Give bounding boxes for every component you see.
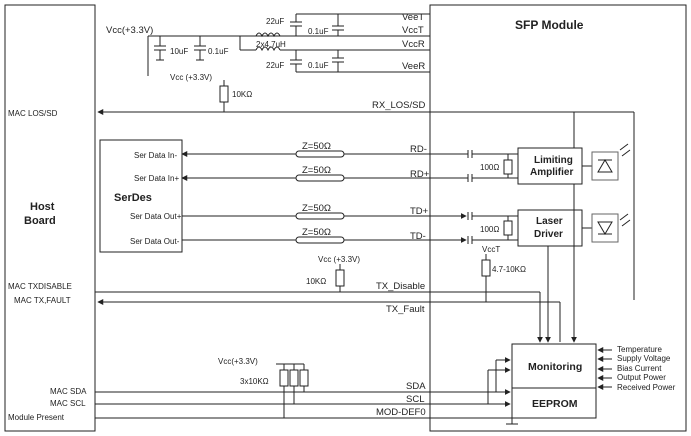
cap-22uf-top-label: 22uF — [266, 17, 284, 26]
monitor-input-output-power: Output Power — [617, 373, 666, 382]
tx-disable-pullup-resistor — [335, 269, 345, 287]
serdes-pin-in-plus: Ser Data In+ — [134, 174, 179, 183]
monitor-input-received-power: Received Power — [617, 383, 676, 392]
z-td-minus: Z=50Ω — [302, 227, 331, 238]
limiting-amp-label-1: Limiting — [534, 155, 573, 166]
rd-plus-tline — [295, 174, 345, 182]
sda-label: SDA — [406, 381, 426, 392]
tx-fault-vcc-label: VccT — [482, 245, 500, 254]
tx-disable-vcc-label: Vcc (+3.3V) — [318, 255, 360, 264]
cap-0-1uf-left-label: 0.1uF — [208, 47, 229, 56]
host-module-present-label: Module Present — [8, 413, 65, 422]
tx-disable-label: TX_Disable — [376, 281, 425, 292]
monitoring-label: Monitoring — [528, 361, 582, 373]
rd-minus-tline — [295, 150, 345, 158]
inductor-top — [255, 32, 281, 38]
inductor-bottom — [255, 46, 281, 52]
tx-fault-resistor-label: 4.7-10KΩ — [492, 265, 526, 274]
monitor-input-supply-voltage: Supply Voltage — [617, 354, 671, 363]
photodiode-icon — [597, 159, 613, 173]
laser-driver-label-1: Laser — [536, 216, 563, 227]
tx-disable-resistor-label: 10KΩ — [306, 277, 326, 286]
serdes-pin-in-minus: Ser Data In- — [134, 151, 177, 160]
laser-diode-icon — [597, 221, 613, 235]
photodiode-box — [591, 151, 619, 181]
i2c-pullup-resistor-3 — [299, 369, 309, 387]
serdes-label: SerDes — [114, 192, 152, 204]
inductor-label: 2x4.7uH — [256, 40, 286, 49]
i2c-pullup-resistor-1 — [279, 369, 289, 387]
cap-10uf-label: 10uF — [170, 47, 188, 56]
cap-0-1uf-top-label: 0.1uF — [308, 27, 329, 36]
eeprom-label: EEPROM — [532, 398, 578, 410]
cap-22uf-bottom-label: 22uF — [266, 61, 284, 70]
eeprom-block — [511, 387, 597, 419]
rx-los-label: RX_LOS/SD — [372, 100, 425, 111]
limiting-amp-block — [517, 147, 583, 185]
mod-def0-label: MOD-DEF0 — [376, 407, 426, 418]
monitor-input-bias-current: Bias Current — [617, 364, 662, 373]
laser-driver-label-2: Driver — [534, 229, 563, 240]
tx-term-resistor — [503, 220, 513, 236]
pin-veer: VeeR — [402, 61, 425, 72]
tx-fault-label: TX_Fault — [386, 304, 425, 315]
pin-vcct: VccT — [402, 25, 424, 36]
serdes-pin-out-minus: Ser Data Out- — [130, 237, 180, 246]
limiting-amp-label-2: Amplifier — [530, 167, 573, 178]
rx-term-resistor — [503, 159, 513, 175]
i2c-pullup-resistor-2 — [289, 369, 299, 387]
z-rd-plus: Z=50Ω — [302, 165, 331, 176]
cap-0-1uf-bottom-label: 0.1uF — [308, 61, 329, 70]
host-board-label-2: Board — [24, 215, 56, 227]
z-td-plus: Z=50Ω — [302, 203, 331, 214]
host-sda-label: MAC SDA — [50, 387, 87, 396]
los-vcc-label: Vcc (+3.3V) — [170, 73, 212, 82]
scl-label: SCL — [406, 394, 424, 405]
host-scl-label: MAC SCL — [50, 399, 86, 408]
rd-minus-label: RD- — [410, 144, 427, 155]
i2c-vcc-label: Vcc(+3.3V) — [218, 357, 258, 366]
td-plus-tline — [295, 212, 345, 220]
laser-diode-box — [591, 213, 619, 243]
host-board-label-1: Host — [30, 201, 55, 213]
rx-term-label: 100Ω — [480, 163, 499, 172]
serdes-box — [99, 139, 183, 253]
pin-vccr: VccR — [402, 39, 425, 50]
i2c-resistor-label: 3x10KΩ — [240, 377, 269, 386]
tx-term-label: 100Ω — [480, 225, 499, 234]
td-plus-label: TD+ — [410, 206, 429, 217]
z-rd-minus: Z=50Ω — [302, 141, 331, 152]
host-los-label: MAC LOS/SD — [8, 109, 58, 118]
los-pullup-resistor — [219, 85, 229, 103]
rd-plus-label: RD+ — [410, 169, 430, 180]
host-txfault-label: MAC TX,FAULT — [14, 296, 71, 305]
monitor-input-temperature: Temperature — [617, 345, 662, 354]
host-txdisable-label: MAC TXDISABLE — [8, 282, 72, 291]
laser-driver-block — [517, 209, 583, 247]
vcc-supply-label: Vcc(+3.3V) — [106, 25, 153, 36]
pin-veet: VeeT — [402, 12, 424, 23]
tx-fault-pullup-resistor — [481, 259, 491, 277]
host-board-box — [4, 4, 96, 432]
td-minus-label: TD- — [410, 231, 426, 242]
sfp-module-label: SFP Module — [515, 18, 584, 32]
serdes-pin-out-plus: Ser Data Out+ — [130, 212, 182, 221]
td-minus-tline — [295, 236, 345, 244]
los-resistor-label: 10KΩ — [232, 90, 252, 99]
